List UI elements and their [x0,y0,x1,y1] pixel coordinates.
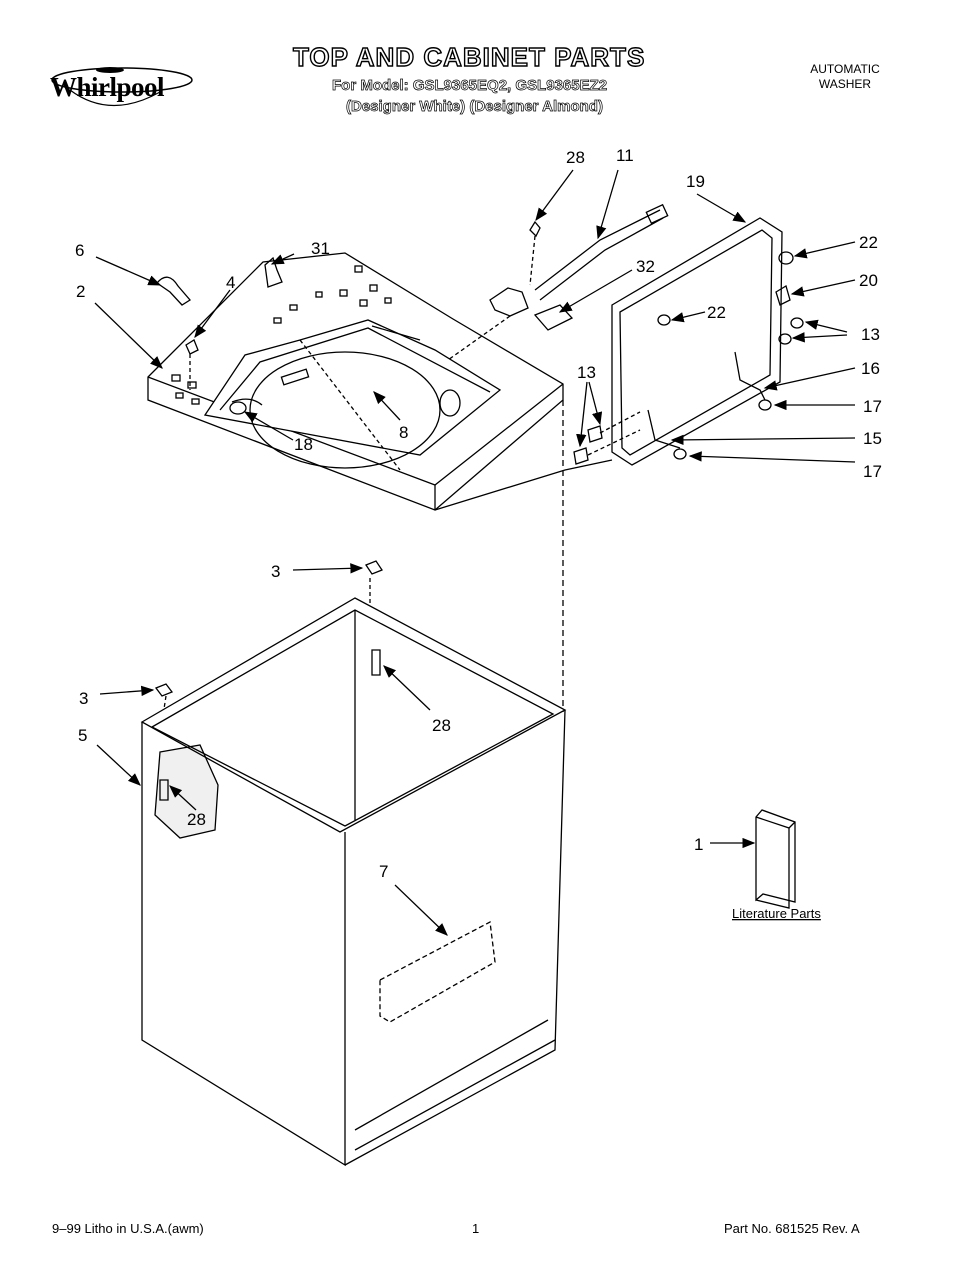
cabinet [140,560,567,1167]
brand-name: Whirlpool [50,72,165,102]
callout-5: 5 [78,726,87,745]
callout-28: 28 [566,148,585,167]
callout-31: 31 [311,239,330,258]
whirlpool-logo: Whirlpool [50,60,210,130]
callout-28: 28 [432,716,451,735]
callout-11: 11 [616,146,634,165]
model-line: For Model: GSL9365EQ2, GSL9365EZ2 [332,77,608,95]
part-number: Part No. 681525 Rev. A [724,1221,860,1236]
literature-parts-label: Literature Parts [732,906,821,921]
page-number: 1 [472,1221,480,1236]
callout-28: 28 [187,810,206,829]
console-frame [573,217,804,466]
callout-2: 2 [76,282,85,301]
callout-13: 13 [861,325,880,344]
callout-20: 20 [859,271,878,290]
logo-swirl-icon [51,67,193,107]
leader-arrows [94,169,856,936]
footer-litho: 9–99 Litho in U.S.A.(awm) [52,1221,204,1236]
callout-15: 15 [863,429,882,448]
callout-17: 17 [863,462,882,481]
literature-booklet [755,809,796,909]
callout-3: 3 [271,562,280,581]
callout-7: 7 [379,862,388,881]
callout-16: 16 [861,359,880,378]
callout-17: 17 [863,397,882,416]
page-title: TOP AND CABINET PARTS [292,41,646,72]
callout-13: 13 [577,363,596,382]
top-panel [147,252,564,511]
callout-6: 6 [75,241,84,260]
console-parts [447,203,669,361]
callout-32: 32 [636,257,655,276]
callout-19: 19 [686,172,705,191]
color-line: (Designer White) (Designer Almond) [346,98,604,116]
callout-22: 22 [859,233,878,252]
callout-22: 22 [707,303,726,322]
product-line-1: AUTOMATIC [810,62,880,76]
product-line-2: WASHER [818,77,872,91]
callout-8: 8 [399,423,408,442]
callout-4: 4 [226,273,235,292]
callout-18: 18 [294,435,313,454]
callout-3: 3 [79,689,88,708]
callout-1: 1 [694,835,703,854]
product-type: AUTOMATIC WASHER [795,62,895,92]
